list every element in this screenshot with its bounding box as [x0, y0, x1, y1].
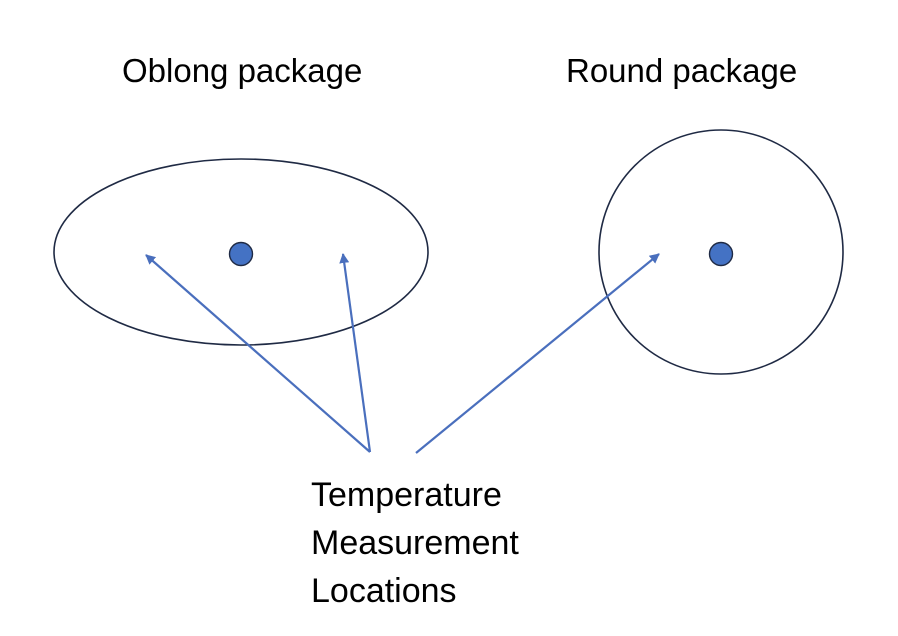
arrow-oblong-right	[339, 253, 372, 453]
oblong-package-title: Oblong package	[122, 52, 362, 89]
caption-line-3: Locations	[311, 572, 457, 610]
arrow-oblong-left	[145, 254, 371, 453]
caption-line-1: Temperature	[311, 476, 502, 514]
arrow-round	[415, 253, 660, 454]
oblong-center-dot	[228, 241, 254, 267]
round-package-title: Round package	[566, 52, 797, 89]
caption-line-2: Measurement	[311, 524, 519, 562]
round-center-dot	[708, 241, 734, 267]
oblong-package-outline	[53, 158, 429, 346]
round-package-outline	[598, 129, 844, 375]
